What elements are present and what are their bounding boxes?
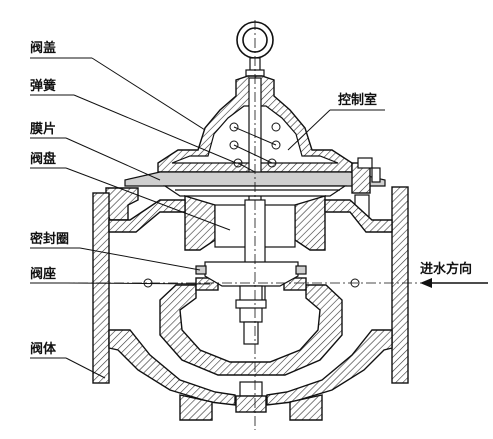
label-diaphragm: 膜片 (30, 122, 57, 137)
body-part (92, 186, 409, 421)
label-seal-ring: 密封圈 (30, 232, 70, 247)
lifting-eye (236, 21, 274, 77)
label-inflow-direction: 进水方向 (420, 262, 473, 277)
leader-lines (30, 57, 385, 379)
inflow-arrow (420, 278, 488, 288)
left-boss (105, 187, 139, 221)
label-seat: 阀座 (30, 267, 57, 282)
label-disc: 阀盘 (30, 152, 57, 167)
label-control-chamber: 控制室 (338, 93, 378, 108)
seal-ring-part (195, 265, 307, 275)
label-bonnet: 阀盖 (30, 41, 57, 56)
label-body: 阀体 (30, 342, 57, 357)
label-spring: 弹簧 (30, 79, 57, 94)
disc-part (204, 261, 299, 345)
control-port (351, 157, 381, 218)
